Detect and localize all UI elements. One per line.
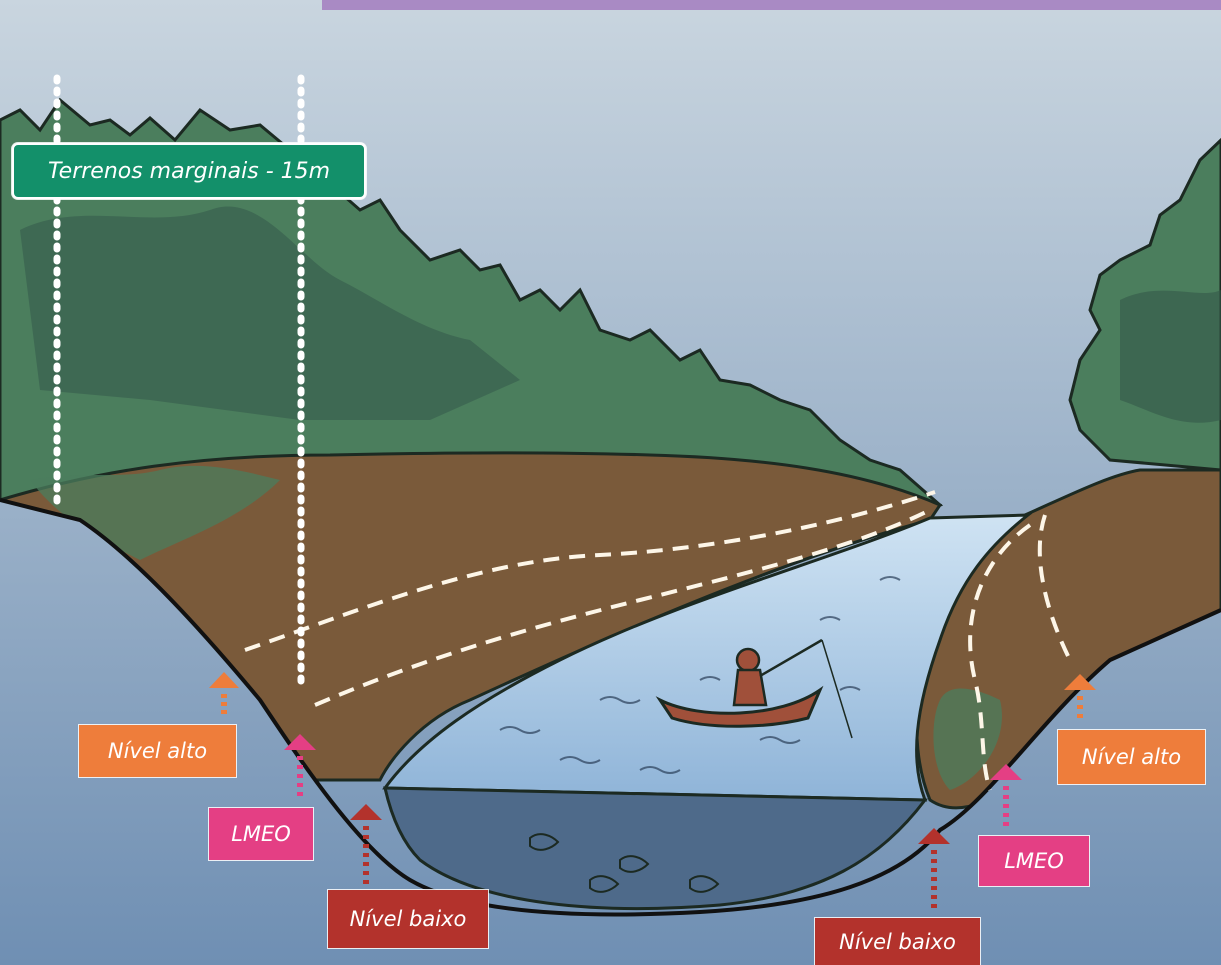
lmeo-left-label: LMEO xyxy=(209,808,313,860)
right-forest-shade xyxy=(1120,290,1221,423)
header-band xyxy=(322,0,1221,10)
nivel-alto-left-label: Nível alto xyxy=(79,725,236,777)
terrenos-marginais-label: Terrenos marginais - 15m xyxy=(12,143,366,199)
nivel-baixo-right-label: Nível baixo xyxy=(815,918,980,965)
nivel-baixo-left-label: Nível baixo xyxy=(328,890,488,948)
nivel-alto-right-label: Nível alto xyxy=(1058,730,1205,784)
lmeo-right-label: LMEO xyxy=(979,836,1089,886)
